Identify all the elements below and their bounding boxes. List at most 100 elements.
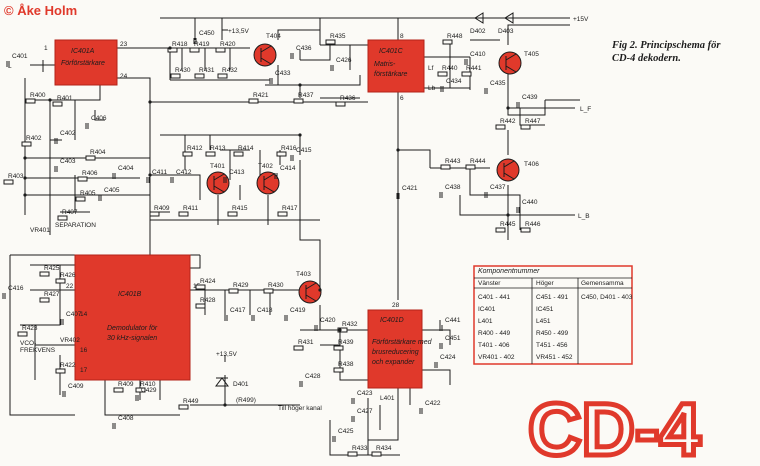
component-label-r429: R429 bbox=[233, 282, 249, 289]
cd4-logo: CD-4 bbox=[528, 388, 701, 466]
capacitor-symbol bbox=[314, 325, 318, 331]
capacitor-symbol bbox=[290, 155, 294, 161]
transistor-t404: T404 bbox=[253, 33, 281, 67]
capacitor-symbol bbox=[434, 362, 438, 368]
table-cell: L451 bbox=[536, 318, 551, 325]
supply-15v: +15V bbox=[573, 16, 589, 23]
component-label-r405: R405 bbox=[80, 190, 96, 197]
ic401d-desc1: Förförstärkare med bbox=[372, 339, 433, 346]
component-label-c436: C436 bbox=[296, 45, 312, 52]
component-label-c413: C413 bbox=[229, 169, 245, 176]
component-label-r449: R449 bbox=[183, 398, 199, 405]
ic401c-name: IC401C bbox=[379, 48, 404, 55]
resistor-symbol bbox=[293, 98, 304, 104]
r499-label: (R499) bbox=[236, 397, 256, 404]
resistor-symbol bbox=[149, 211, 160, 217]
resistor-symbol bbox=[77, 176, 88, 182]
svg-text:Lb: Lb bbox=[428, 85, 436, 92]
component-label-c408: C408 bbox=[118, 415, 134, 422]
component-label-r447: R447 bbox=[525, 118, 541, 125]
component-label-r426: R426 bbox=[60, 272, 76, 279]
resistor-symbol bbox=[25, 98, 36, 104]
input-l-label: L bbox=[8, 63, 12, 70]
resistor-symbol bbox=[347, 451, 358, 457]
junction-dot bbox=[318, 288, 322, 292]
separation-label: SEPARATION bbox=[55, 222, 96, 229]
capacitor-symbol bbox=[60, 319, 64, 325]
ic401d-desc2: brusreducering bbox=[372, 349, 419, 356]
component-label-r431: R431 bbox=[298, 339, 314, 346]
capacitor-symbol bbox=[351, 416, 355, 422]
component-label-r425: R425 bbox=[44, 265, 60, 272]
resistor-symbol bbox=[55, 368, 66, 374]
junction-dot bbox=[148, 100, 152, 104]
component-label-r430: R430 bbox=[175, 67, 191, 74]
component-label-c422: C422 bbox=[425, 400, 441, 407]
junction-dot bbox=[396, 148, 400, 152]
table-header: Gemensamma bbox=[581, 280, 624, 287]
resistor-symbol bbox=[178, 404, 189, 410]
table-cell: C401 - 441 bbox=[478, 294, 511, 301]
d402-label: D402 bbox=[470, 28, 486, 35]
resistor-symbol bbox=[233, 151, 244, 157]
capacitor-symbol bbox=[351, 398, 355, 404]
svg-text:28: 28 bbox=[392, 302, 400, 309]
capacitor-symbol bbox=[6, 61, 10, 67]
capacitor-symbol bbox=[170, 177, 174, 183]
component-label-r414: R414 bbox=[238, 145, 254, 152]
capacitor-symbol bbox=[464, 59, 468, 65]
junction-dot bbox=[148, 173, 152, 177]
resistor-symbol bbox=[227, 211, 238, 217]
component-label-r431: R431 bbox=[199, 67, 215, 74]
component-label-c416: C416 bbox=[8, 285, 24, 292]
junction-dot bbox=[23, 176, 27, 180]
resistor-symbol bbox=[495, 124, 506, 130]
component-label-c420: C420 bbox=[320, 317, 336, 324]
wires bbox=[9, 17, 580, 456]
component-label-r428: R428 bbox=[200, 297, 216, 304]
component-label-r403: R403 bbox=[8, 173, 24, 180]
resistor-symbol bbox=[495, 227, 506, 233]
junction-dot bbox=[506, 213, 510, 217]
resistor-symbol bbox=[335, 101, 346, 107]
table-cell: R450 - 499 bbox=[536, 330, 569, 337]
resistor-symbol bbox=[325, 39, 336, 45]
transistor-t405: T405 bbox=[498, 51, 539, 75]
resistor-symbol bbox=[215, 47, 226, 53]
capacitor-symbol bbox=[330, 65, 334, 71]
resistor-symbol bbox=[276, 151, 287, 157]
resistor-symbol bbox=[195, 303, 206, 309]
component-label-c427: C427 bbox=[357, 408, 373, 415]
table-header: Vänster bbox=[478, 280, 501, 287]
capacitor-symbol bbox=[54, 166, 58, 172]
resistor-symbol bbox=[189, 47, 200, 53]
component-label-c439: C439 bbox=[522, 94, 538, 101]
resistor-symbol bbox=[182, 151, 193, 157]
component-label-r438: R438 bbox=[338, 361, 354, 368]
diode-d403: D403 bbox=[498, 12, 514, 35]
capacitor-symbol bbox=[223, 177, 227, 183]
component-label-c434: C434 bbox=[446, 78, 462, 85]
component-label-c438: C438 bbox=[445, 184, 461, 191]
capacitor-symbol bbox=[439, 192, 443, 198]
resistor-symbol bbox=[440, 164, 451, 170]
component-label-r410: R410 bbox=[140, 381, 156, 388]
svg-text:16: 16 bbox=[80, 347, 88, 354]
resistor-symbol bbox=[3, 179, 14, 185]
ic401b-block: IC401B Demodulator för 30 kHz-signalen 2… bbox=[66, 254, 201, 381]
junction-dot bbox=[168, 46, 172, 50]
table-cell: L401 bbox=[478, 318, 493, 325]
table-cell: VR451 - 452 bbox=[536, 354, 573, 361]
component-label-c403: C403 bbox=[60, 158, 76, 165]
credit-text: © Åke Holm bbox=[4, 3, 77, 18]
component-label-c435: C435 bbox=[490, 80, 506, 87]
component-label-r412: R412 bbox=[187, 145, 203, 152]
component-label-c402: C402 bbox=[60, 130, 76, 137]
resistor-symbol bbox=[217, 73, 228, 79]
capacitor-symbol bbox=[146, 177, 150, 183]
component-label-c411: C411 bbox=[152, 169, 167, 176]
component-label-c437: C437 bbox=[490, 184, 506, 191]
resistor-symbol bbox=[135, 387, 146, 393]
junction-dot bbox=[23, 156, 27, 160]
